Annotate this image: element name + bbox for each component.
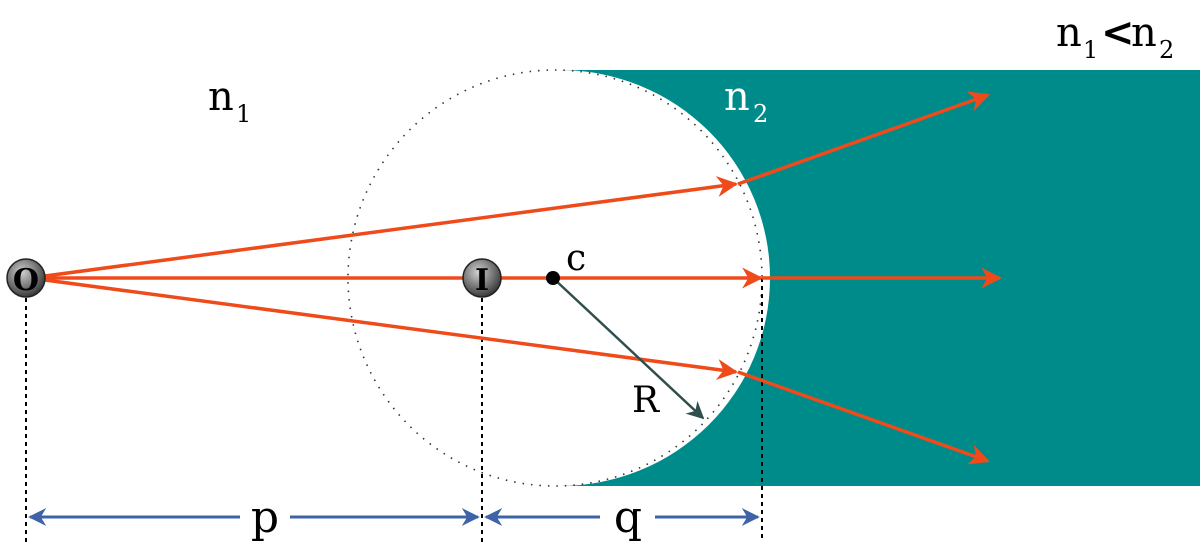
condition-n2-subscript: 2 [1159,36,1174,64]
condition-less-than: < [1101,9,1135,56]
medium-2-label: n 2 [724,74,768,128]
object-point: O [6,258,46,298]
image-point: I [462,258,502,298]
medium-2-subscript: 2 [753,100,768,128]
p-label: p [251,492,279,542]
index-condition-label: n 1 < n 2 [1056,9,1174,64]
q-label: q [614,492,642,542]
radius-arrow [552,277,705,420]
incident-ray-bottom [29,276,739,380]
condition-n1-subscript: 1 [1083,36,1098,64]
refracted-ray-bottom [737,370,990,465]
medium-1-label: n 1 [208,74,251,128]
center-point [546,271,560,285]
condition-n2: n [1131,10,1157,56]
incident-ray-top [29,176,739,280]
medium-2-n: n [724,74,750,120]
condition-n1: n [1056,10,1082,56]
radius-label: R [632,380,660,421]
medium-1-n: n [208,74,234,120]
refracted-ray-top [737,91,990,186]
object-label: O [13,263,39,298]
medium-1-subscript: 1 [236,100,251,128]
center-label: c [566,238,586,279]
image-label: I [475,263,489,298]
